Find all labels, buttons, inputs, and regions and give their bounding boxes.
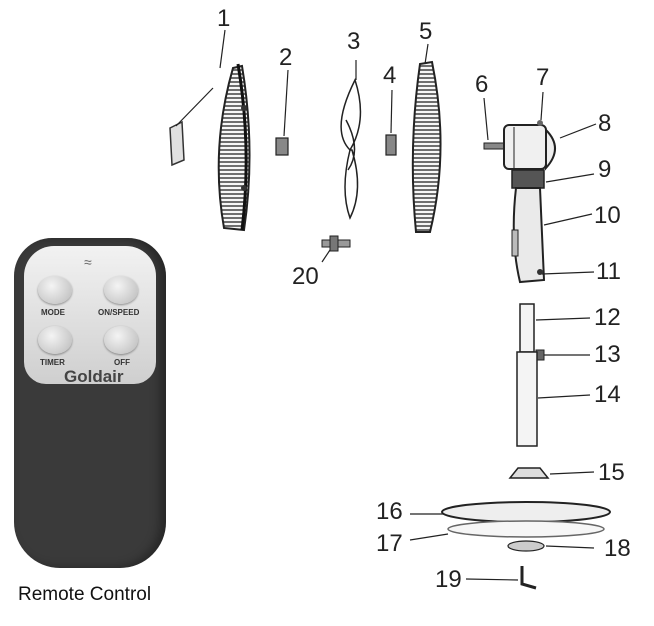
outer-pole	[516, 351, 591, 447]
base-collar	[508, 467, 595, 479]
part-number-3: 3	[347, 28, 361, 55]
part-number-7: 7	[536, 64, 550, 91]
timer-label: TIMER	[40, 358, 65, 367]
part-number-9: 9	[598, 156, 612, 183]
column-housing	[511, 187, 595, 284]
on-speed-label: ON/SPEED	[98, 308, 140, 317]
tilt-joint	[511, 169, 595, 189]
base-top	[410, 501, 611, 523]
part-number-10: 10	[594, 202, 621, 229]
motor-cover	[545, 123, 597, 171]
inner-pole	[519, 303, 591, 353]
remote-button-panel: ≈ MODE ON/SPEED TIMER OFF Goldair	[24, 246, 156, 386]
rear-nut	[385, 89, 397, 156]
leader-1b	[219, 29, 226, 69]
part-number-2: 2	[279, 44, 293, 71]
off-button	[104, 326, 138, 354]
base-plate	[409, 520, 605, 541]
mode-button	[38, 276, 72, 304]
height-knob	[535, 349, 590, 361]
motor-shaft	[483, 97, 505, 150]
part-number-16: 16	[376, 498, 403, 525]
rear-grill	[411, 43, 442, 233]
part-number-6: 6	[475, 71, 489, 98]
timer-button	[38, 326, 72, 354]
part-number-5: 5	[419, 18, 433, 45]
signal-icon: ≈	[84, 254, 92, 270]
on-speed-button	[104, 276, 138, 304]
remote-control: ≈ MODE ON/SPEED TIMER OFF Goldair	[14, 238, 166, 568]
base-bolt	[465, 566, 537, 590]
part-number-13: 13	[594, 341, 621, 368]
part-number-15: 15	[598, 459, 625, 486]
part-number-18: 18	[604, 535, 631, 562]
part-number-19: 19	[435, 566, 462, 593]
part-number-20: 20	[292, 263, 319, 290]
fan-blade	[340, 60, 362, 220]
leader-1	[175, 87, 214, 127]
brand-logo: Goldair	[64, 367, 124, 386]
motor-housing	[503, 91, 547, 170]
remote-caption: Remote Control	[18, 584, 152, 605]
screw	[321, 235, 351, 263]
base-washer	[507, 540, 595, 552]
part-number-8: 8	[598, 110, 612, 137]
part-number-11: 11	[596, 258, 621, 285]
part-number-14: 14	[594, 381, 621, 408]
mode-label: MODE	[41, 308, 65, 317]
part-number-1: 1	[217, 5, 231, 32]
part-number-17: 17	[376, 530, 403, 557]
off-label: OFF	[114, 358, 130, 367]
grill-badge	[169, 120, 185, 167]
front-grill	[217, 63, 251, 232]
spinner-nut	[275, 69, 289, 156]
part-number-4: 4	[383, 62, 397, 89]
part-number-12: 12	[594, 304, 621, 331]
